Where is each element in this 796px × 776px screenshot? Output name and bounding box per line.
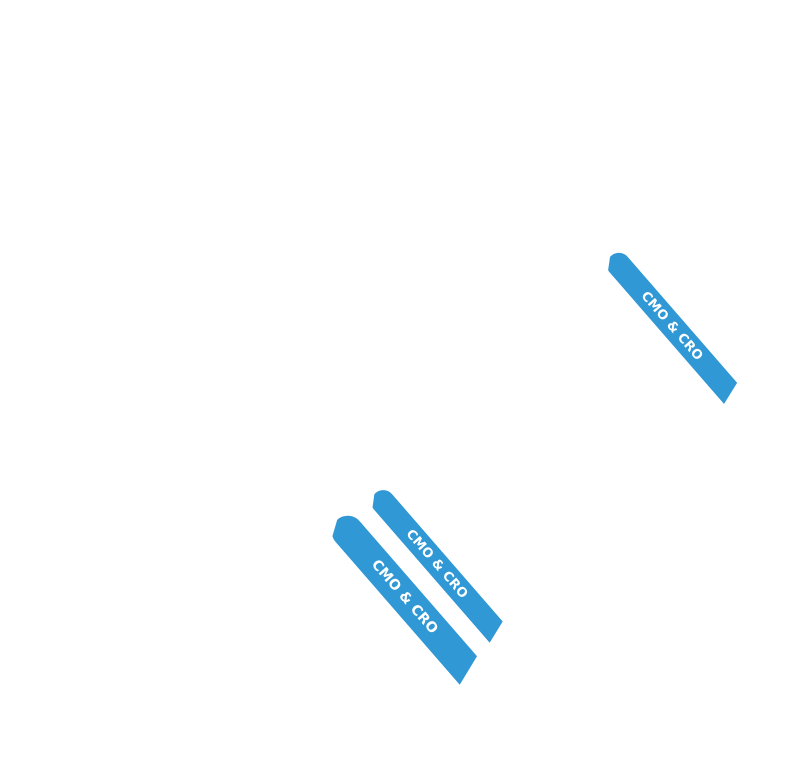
cmo-cro-tag: CMO & CRO <box>602 248 742 404</box>
tag-label: CMO & CRO <box>638 288 706 364</box>
